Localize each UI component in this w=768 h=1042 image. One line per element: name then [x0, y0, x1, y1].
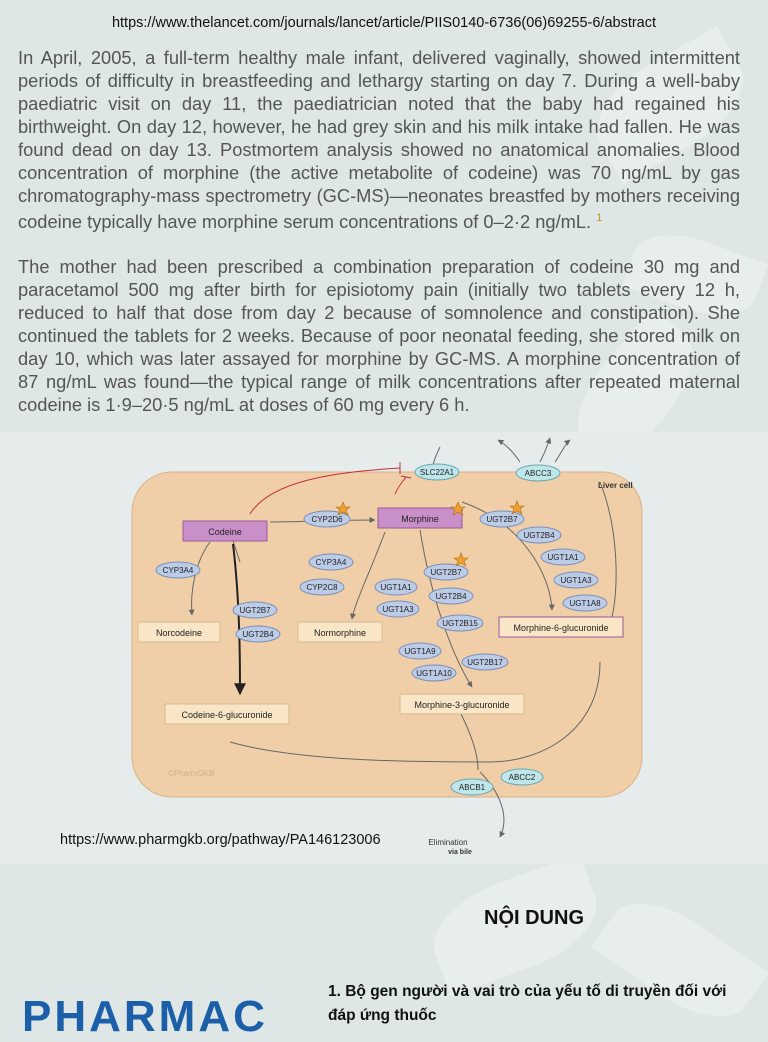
ugt2b4-left-label: UGT2B4 — [242, 630, 274, 639]
case-paragraph-1-text: In April, 2005, a full-term healthy male… — [18, 47, 740, 233]
ugt1a1-enzyme-right — [540, 548, 586, 566]
abcb1-label: ABCB1 — [459, 783, 486, 792]
morphine-label: Morphine — [401, 514, 439, 524]
ugt2b7-enzyme-left — [232, 601, 278, 619]
ugt1a8-enzyme — [562, 594, 608, 612]
cyp2d6-label: CYP2D6 — [311, 515, 343, 524]
ugt1a8-label: UGT1A8 — [569, 599, 601, 608]
ugt2b17-label: UGT2B17 — [467, 658, 503, 667]
elimination-sublabel: via bile — [448, 849, 472, 856]
citation-link[interactable]: 1 — [596, 212, 603, 224]
ugt2b7-enzyme-mid — [423, 563, 469, 581]
ugt1a3-enzyme-right — [553, 571, 599, 589]
ugt1a1-mid-label: UGT1A1 — [380, 583, 412, 592]
ugt2b15-enzyme — [436, 614, 484, 632]
normorphine-box: Normorphine — [297, 621, 383, 643]
abcc2-label: ABCC2 — [509, 773, 536, 782]
ugt2b4-enzyme-top — [516, 526, 562, 544]
ugt2b4-enzyme-left — [235, 625, 281, 643]
ugt2b4-top-label: UGT2B4 — [523, 531, 555, 540]
ugt2b7-enzyme-top — [479, 510, 525, 528]
norcodeine-box: Norcodeine — [137, 621, 221, 643]
elimination-label: Elimination — [428, 838, 467, 847]
star-icon — [450, 501, 466, 516]
source-url[interactable]: https://www.thelancet.com/journals/lance… — [111, 15, 657, 31]
star-icon — [453, 552, 469, 567]
morphine-6-glucuronide-box: Morphine-6-glucuronide — [498, 616, 624, 638]
ugt2b7-left-label: UGT2B7 — [239, 606, 271, 615]
abcc2-transporter — [500, 768, 544, 786]
case-paragraph-1: In April, 2005, a full-term healthy male… — [18, 46, 740, 233]
codeine-label: Codeine — [208, 527, 242, 537]
abcc3-transporter — [515, 464, 561, 482]
cyp2c8-label: CYP2C8 — [306, 583, 338, 592]
cyp3a4-left-label: CYP3A4 — [163, 566, 194, 575]
ugt1a9-enzyme — [398, 642, 442, 660]
norcodeine-label: Norcodeine — [156, 628, 202, 638]
codeine-6-glucuronide-label: Codeine-6-glucuronide — [181, 710, 272, 720]
cyp2c8-enzyme — [299, 578, 345, 596]
abcb1-transporter — [450, 778, 494, 796]
case-paragraph-2: The mother had been prescribed a combina… — [18, 256, 740, 415]
morphine-6-glucuronide-label: Morphine-6-glucuronide — [513, 623, 608, 633]
cyp3a4-enzyme-mid — [308, 553, 354, 571]
cyp3a4-mid-label: CYP3A4 — [316, 558, 347, 567]
figure-source-url[interactable]: https://www.pharmgkb.org/pathway/PA14612… — [60, 832, 381, 848]
ugt1a3-mid-label: UGT1A3 — [382, 605, 414, 614]
slc22a1-label: SLC22A1 — [420, 468, 455, 477]
ugt1a10-label: UGT1A10 — [416, 669, 452, 678]
ugt2b4-enzyme-mid — [428, 587, 474, 605]
star-icon — [509, 500, 525, 515]
ugt2b15-label: UGT2B15 — [442, 619, 478, 628]
ugt2b17-enzyme — [461, 653, 509, 671]
ugt1a10-enzyme — [411, 664, 457, 682]
morphine-3-glucuronide-label: Morphine-3-glucuronide — [414, 700, 509, 710]
ugt2b4-mid-label: UGT2B4 — [435, 592, 467, 601]
ugt1a3-right-label: UGT1A3 — [560, 576, 592, 585]
codeine-6-glucuronide-box: Codeine-6-glucuronide — [164, 703, 290, 725]
normorphine-label: Normorphine — [314, 628, 366, 638]
section-heading: NỘI DUNG — [484, 907, 584, 929]
ugt1a1-right-label: UGT1A1 — [547, 553, 579, 562]
codeine-pathway-figure: Liver cell ©PharmGKB Codeine Morphine N — [131, 437, 643, 856]
slc22a1-transporter — [414, 463, 460, 481]
morphine-box: Morphine — [377, 507, 463, 529]
star-icon — [335, 501, 351, 516]
ugt2b7-top-label: UGT2B7 — [486, 515, 518, 524]
ugt1a1-enzyme-mid — [374, 578, 418, 596]
liver-cell-label: Liver cell — [598, 481, 633, 490]
cyp3a4-enzyme-left — [155, 561, 201, 579]
abcc3-label: ABCC3 — [525, 469, 552, 478]
codeine-box: Codeine — [182, 520, 268, 542]
morphine-3-glucuronide-box: Morphine-3-glucuronide — [399, 693, 525, 715]
pharmacy-logo: PHARMAC — [22, 992, 268, 1041]
ugt1a3-enzyme-mid — [376, 600, 420, 618]
ugt2b7-mid-label: UGT2B7 — [430, 568, 462, 577]
watermark: ©PharmGKB — [168, 769, 214, 778]
content-item-1: 1. Bộ gen người và vai trò của yếu tố di… — [328, 983, 727, 1024]
ugt1a9-label: UGT1A9 — [404, 647, 436, 656]
